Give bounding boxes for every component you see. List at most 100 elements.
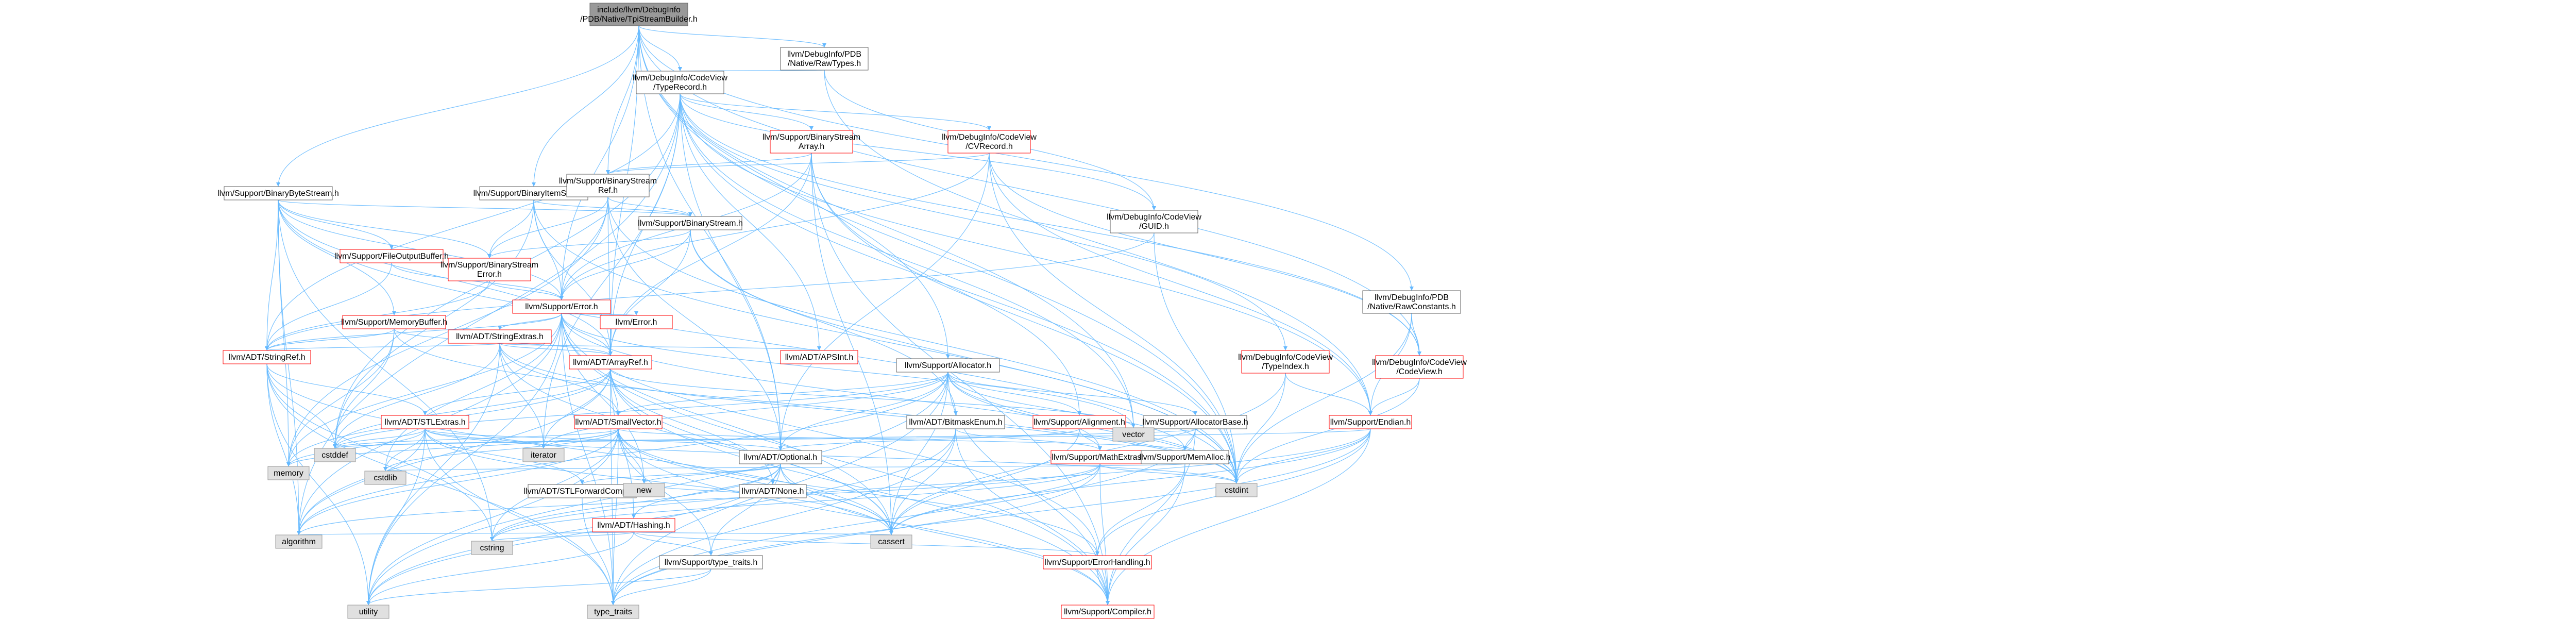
edge-bstreamref-to-optional — [607, 196, 781, 451]
node-label: llvm/ADT/Optional.h — [744, 453, 817, 462]
node-label: llvm/Support/ErrorHandling.h — [1044, 558, 1150, 567]
edge-optional-to-cassert — [780, 463, 892, 535]
edge-mathextras-to-compiler — [1099, 463, 1108, 606]
node-compiler[interactable]: llvm/Support/Compiler.h — [1061, 605, 1155, 619]
edge-stlextras-to-cstddef — [334, 428, 426, 449]
node-label: include/llvm/DebugInfo — [597, 6, 681, 14]
node-codeview[interactable]: llvm/DebugInfo/CodeView/CodeView.h — [1372, 355, 1467, 379]
node-rawconst[interactable]: llvm/DebugInfo/PDB/Native/RawConstants.h — [1362, 290, 1461, 314]
node-box — [906, 415, 1005, 429]
node-memalloc[interactable]: llvm/Support/MemAlloc.h — [1140, 450, 1231, 464]
node-algorithm: algorithm — [275, 534, 323, 549]
edge-stlfwd-to-typetraits_std — [582, 497, 614, 606]
edge-rawconst-to-codeview — [1411, 313, 1420, 356]
edge-smallvector-to-memory — [288, 428, 619, 467]
node-bbytestream[interactable]: llvm/Support/BinaryByteStream.h — [217, 186, 339, 200]
node-cstddef: cstddef — [314, 448, 356, 462]
node-box — [1241, 350, 1330, 374]
edge-hashing-to-cstring — [492, 531, 634, 542]
edge-mathextras-to-typetraits_std — [613, 463, 1100, 606]
edge-bitmaskenum-to-utility — [368, 428, 956, 606]
node-arrayref[interactable]: llvm/ADT/ArrayRef.h — [569, 355, 652, 370]
node-label: llvm/Support/Endian.h — [1330, 418, 1411, 427]
node-utility: utility — [347, 605, 389, 619]
node-hashing[interactable]: llvm/ADT/Hashing.h — [592, 518, 675, 532]
edge-memalloc-to-errhandling — [1097, 463, 1185, 556]
node-errorh[interactable]: llvm/Error.h — [600, 315, 673, 329]
node-stlfwd[interactable]: llvm/ADT/STLForwardCompat.h — [524, 484, 641, 498]
edge-cvrecord-to-endian — [989, 153, 1371, 416]
node-fileoutbuf[interactable]: llvm/Support/FileOutputBuffer.h — [334, 249, 449, 263]
edge-arrowhead — [778, 446, 783, 450]
edge-arrowhead — [423, 411, 427, 415]
node-box — [587, 605, 639, 619]
node-stringextras[interactable]: llvm/ADT/StringExtras.h — [448, 329, 552, 344]
node-box — [896, 358, 1000, 373]
node-smallvector[interactable]: llvm/ADT/SmallVector.h — [574, 415, 663, 429]
node-memorybuffer[interactable]: llvm/Support/MemoryBuffer.h — [341, 315, 447, 329]
node-typetraits[interactable]: llvm/Support/type_traits.h — [659, 555, 763, 569]
node-box — [1061, 605, 1155, 619]
edge-arrowhead — [1152, 206, 1156, 210]
edge-arrowhead — [611, 601, 615, 605]
edge-stringextras-to-stringref — [266, 343, 500, 351]
node-label: Array.h — [799, 142, 824, 151]
edge-typerecord-to-apsint — [680, 93, 820, 351]
edge-error-to-stringextras — [499, 313, 562, 330]
node-box — [659, 555, 763, 569]
node-box — [223, 350, 311, 364]
edge-arrowhead — [286, 462, 291, 466]
node-stlextras[interactable]: llvm/ADT/STLExtras.h — [381, 415, 469, 429]
edge-arrowhead — [889, 531, 893, 535]
node-optional[interactable]: llvm/ADT/Optional.h — [739, 450, 822, 464]
node-alignment[interactable]: llvm/Support/Alignment.h — [1032, 415, 1126, 429]
node-label: llvm/Support/MathExtras.h — [1052, 453, 1148, 462]
edge-arrowhead — [1095, 551, 1099, 556]
node-bstream[interactable]: llvm/Support/BinaryStream.h — [638, 216, 743, 230]
node-cvrecord[interactable]: llvm/DebugInfo/CodeView/CVRecord.h — [942, 130, 1037, 154]
node-errhandling[interactable]: llvm/Support/ErrorHandling.h — [1043, 555, 1152, 569]
node-none[interactable]: llvm/ADT/None.h — [739, 484, 807, 498]
node-bitmaskenum[interactable]: llvm/ADT/BitmaskEnum.h — [906, 415, 1005, 429]
edge-stlextras-to-cstdlib — [385, 428, 426, 472]
node-box — [600, 315, 673, 329]
node-label: llvm/ADT/BitmaskEnum.h — [909, 418, 1002, 427]
edge-arrowhead — [487, 254, 492, 258]
edge-arrowhead — [560, 296, 564, 300]
edge-smallvector-to-algorithm — [298, 428, 619, 535]
edge-optional-to-new — [643, 463, 781, 484]
edge-mathextras-to-algorithm — [298, 463, 1100, 535]
node-apsint[interactable]: llvm/ADT/APSInt.h — [780, 350, 858, 364]
node-label: llvm/ADT/STLForwardCompat.h — [524, 487, 641, 496]
edge-hashing-to-errhandling — [633, 531, 1098, 556]
node-allocbase[interactable]: llvm/Support/AllocatorBase.h — [1142, 415, 1248, 429]
node-guid[interactable]: llvm/DebugInfo/CodeView/GUID.h — [1107, 210, 1201, 233]
edge-bitemstream-to-error — [533, 199, 562, 300]
edge-smallvector-to-utility — [368, 428, 619, 606]
edge-allocbase-to-cstddef — [334, 428, 1196, 449]
edge-typerecord-to-cvrecord — [680, 93, 990, 131]
node-rawtypes[interactable]: llvm/DebugInfo/PDB/Native/RawTypes.h — [780, 47, 869, 71]
node-label: llvm/Support/Compiler.h — [1064, 608, 1151, 616]
edge-bstreamarray-to-cassert — [811, 153, 892, 535]
node-endian[interactable]: llvm/Support/Endian.h — [1329, 415, 1412, 429]
edge-typerecord-to-cstdint — [680, 93, 1237, 484]
node-mathextras[interactable]: llvm/Support/MathExtras.h — [1050, 450, 1149, 464]
node-box — [780, 47, 869, 71]
edge-bitemstream-to-bstream — [533, 199, 691, 217]
node-typerecord[interactable]: llvm/DebugInfo/CodeView/TypeRecord.h — [633, 71, 727, 94]
node-allocator[interactable]: llvm/Support/Allocator.h — [896, 358, 1000, 373]
node-label: utility — [359, 608, 378, 616]
node-stringref[interactable]: llvm/ADT/StringRef.h — [223, 350, 311, 364]
node-label: /CVRecord.h — [965, 142, 1013, 151]
node-typeindex[interactable]: llvm/DebugInfo/CodeView/TypeIndex.h — [1238, 350, 1333, 374]
edge-stringref-to-cstddef — [266, 363, 335, 449]
node-box — [224, 186, 333, 200]
edge-bbytestream-to-memorybuffer — [278, 199, 395, 316]
edge-hashing-to-cassert — [633, 531, 892, 535]
node-error[interactable]: llvm/Support/Error.h — [512, 299, 611, 314]
edge-bitmaskenum-to-compiler — [955, 428, 1108, 606]
